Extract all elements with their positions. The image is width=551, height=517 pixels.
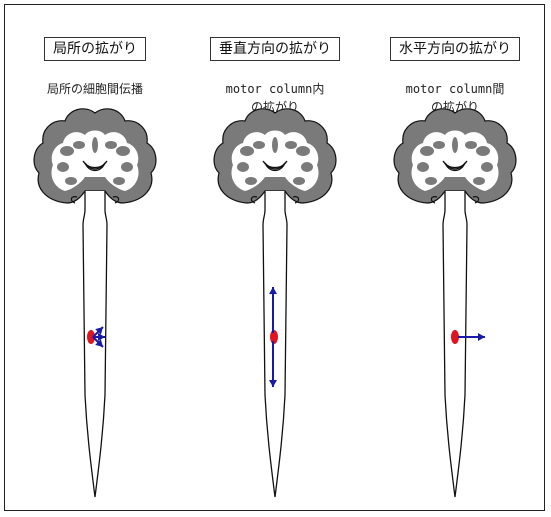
- gyrus-fold: [237, 162, 249, 172]
- spread-arrow-right-head: [478, 333, 485, 341]
- gyrus-fold: [65, 177, 77, 185]
- brain-spinal-cord-diagram: [5, 5, 185, 510]
- brain-and-cord-illustration: [214, 109, 336, 497]
- lesion-focus: [451, 330, 459, 344]
- gyrus-fold: [105, 141, 117, 149]
- brain-and-cord-illustration: [394, 109, 516, 497]
- gyrus-fold: [73, 141, 85, 149]
- gyrus-fold: [60, 146, 74, 156]
- figure-frame: 局所の拡がり 局所の細胞間伝播 垂直方向の拡がり motor column内 の…: [4, 4, 545, 511]
- gyrus-fold: [296, 146, 310, 156]
- panel-local-spread: 局所の拡がり 局所の細胞間伝播: [5, 5, 185, 510]
- gyrus-fold: [245, 177, 257, 185]
- gyrus-fold: [465, 141, 477, 149]
- gyrus-fold: [420, 146, 434, 156]
- gyrus-fold: [301, 162, 313, 172]
- spinal-cord-outline: [263, 191, 287, 497]
- panel-horizontal-spread: 水平方向の拡がり motor column間 の拡がり: [365, 5, 545, 510]
- gyrus-fold: [481, 162, 493, 172]
- gyrus-fold: [452, 137, 458, 153]
- gyrus-fold: [476, 146, 490, 156]
- brain-and-cord-illustration: [34, 109, 156, 497]
- gyrus-fold: [272, 137, 278, 153]
- gyrus-fold: [473, 177, 485, 185]
- gyrus-fold: [92, 137, 98, 153]
- gyrus-fold: [417, 162, 429, 172]
- spread-markers: [451, 330, 485, 344]
- gyrus-fold: [425, 177, 437, 185]
- gyrus-fold: [116, 146, 130, 156]
- gyrus-fold: [285, 141, 297, 149]
- panel-vertical-spread: 垂直方向の拡がり motor column内 の拡がり: [185, 5, 365, 510]
- gyrus-fold: [121, 162, 133, 172]
- brain-spinal-cord-diagram: [185, 5, 365, 510]
- brain-spinal-cord-diagram: [365, 5, 545, 510]
- gyrus-fold: [433, 141, 445, 149]
- gyrus-fold: [57, 162, 69, 172]
- gyrus-fold: [293, 177, 305, 185]
- spinal-cord-outline: [83, 191, 107, 497]
- gyrus-fold: [240, 146, 254, 156]
- gyrus-fold: [253, 141, 265, 149]
- gyrus-fold: [113, 177, 125, 185]
